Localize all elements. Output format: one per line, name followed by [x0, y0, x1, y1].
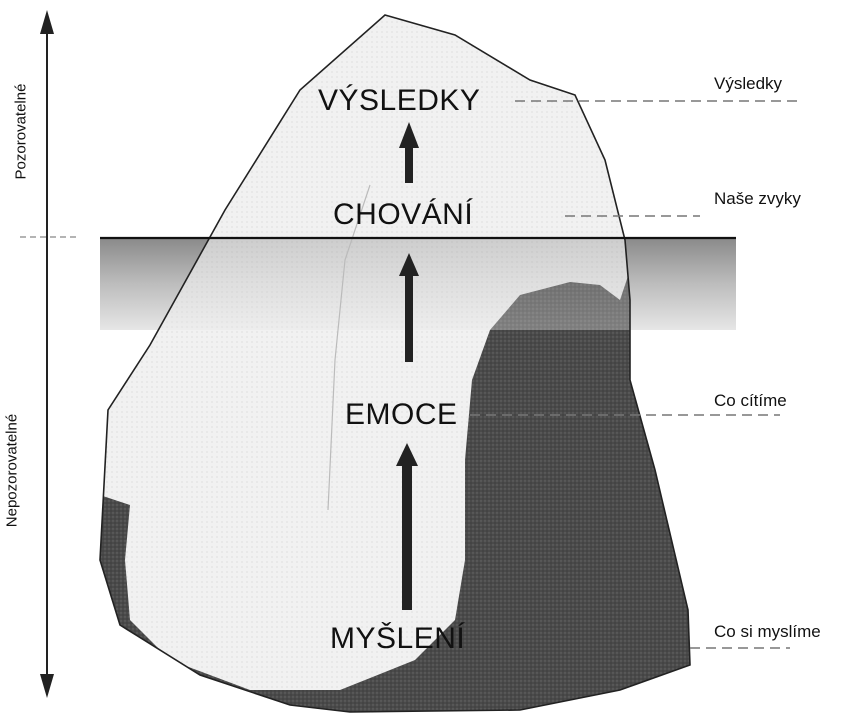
annotation-behavior: Naše zvyky — [714, 189, 801, 209]
level-label-results: VÝSLEDKY — [318, 84, 480, 118]
observable-axis-label: Pozorovatelné — [13, 77, 30, 187]
level-label-emotions: EMOCE — [345, 398, 458, 432]
annotation-results: Výsledky — [714, 74, 782, 94]
annotation-thoughts: Co si myslíme — [714, 622, 821, 642]
unobservable-axis-label: Nepozorovatelné — [4, 406, 21, 536]
annotation-emotions: Co cítíme — [714, 391, 787, 411]
double-headed-vertical-arrow — [40, 10, 54, 698]
level-label-thoughts: MYŠLENÍ — [330, 622, 465, 656]
level-label-behavior: CHOVÁNÍ — [333, 198, 473, 232]
